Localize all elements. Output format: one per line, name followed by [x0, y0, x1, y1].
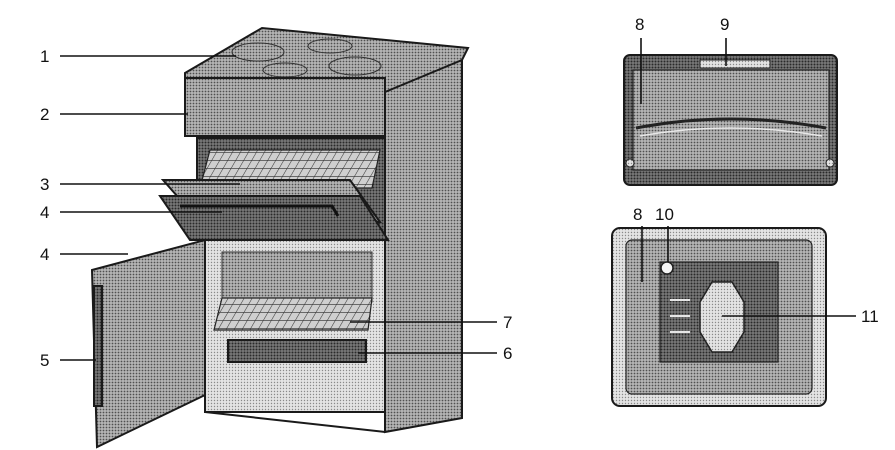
callout-7: 7 [503, 313, 512, 332]
callout-labels: 1 2 3 4 4 5 7 6 8 9 8 10 11 [40, 15, 879, 370]
main-door-handle [93, 285, 103, 407]
callout-4-bottom: 4 [40, 245, 49, 264]
callout-2: 2 [40, 105, 49, 124]
control-panel [184, 77, 386, 137]
main-oven-door [90, 238, 206, 449]
callout-11: 11 [861, 307, 879, 326]
inset-grill-pan-rim [639, 127, 823, 137]
callout-1: 1 [40, 47, 49, 66]
leader-lines [60, 38, 856, 361]
oven-back-panel [221, 251, 373, 303]
hob-zone [307, 38, 353, 54]
callout-4-top: 4 [40, 203, 49, 222]
hob-zone [231, 42, 285, 62]
callout-3: 3 [40, 175, 49, 194]
callout-8-top: 8 [635, 15, 644, 34]
cooker-side-panel [384, 50, 463, 434]
oven-shelf [213, 297, 373, 331]
oven-tray [227, 339, 367, 363]
top-oven-door [158, 195, 390, 241]
top-door-handle [180, 204, 340, 217]
inset-grill-pan [635, 117, 827, 130]
main-oven-inset [611, 227, 827, 407]
top-oven-inset [623, 54, 838, 186]
grill-mesh-shelf [199, 149, 381, 189]
oven-fan [699, 281, 745, 353]
callout-5: 5 [40, 351, 49, 370]
callout-6: 6 [503, 344, 512, 363]
callout-8-bottom: 8 [633, 205, 642, 224]
hob-zone [328, 56, 382, 76]
grill-element [699, 59, 771, 69]
inset-foot [625, 158, 635, 168]
cooker-illustration [90, 26, 470, 449]
oven-light [660, 261, 674, 275]
cooker-base [204, 411, 386, 433]
callout-10: 10 [655, 205, 674, 224]
inset-foot [825, 158, 835, 168]
callout-9: 9 [720, 15, 729, 34]
